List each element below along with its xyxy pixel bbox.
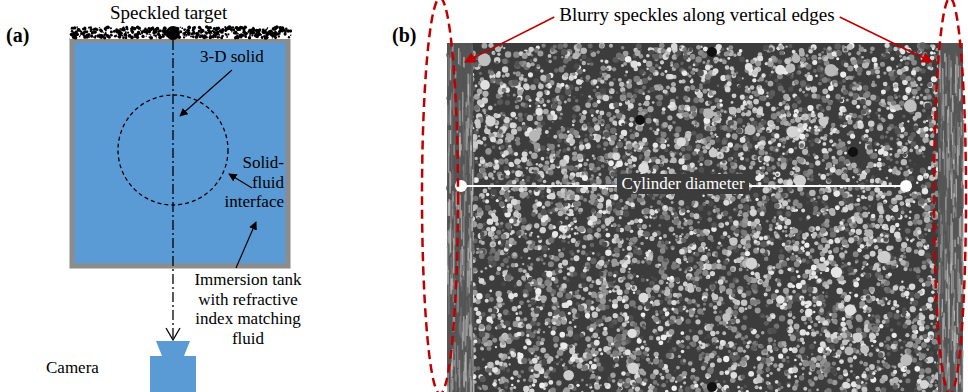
figure-stage: (a)Speckled target3-D solidSolid-fluid i… bbox=[0, 0, 968, 392]
